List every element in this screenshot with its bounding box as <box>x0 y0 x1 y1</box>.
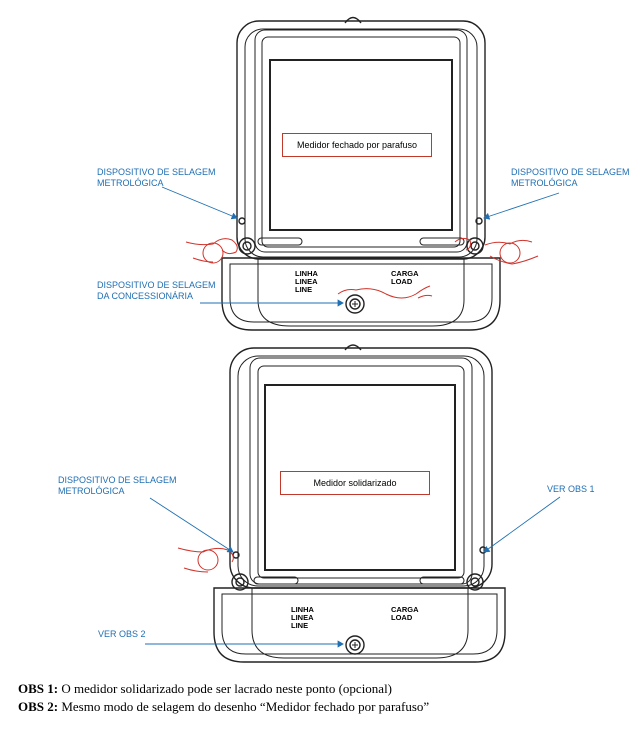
obs1-text: O medidor solidarizado pode ser lacrado … <box>58 681 393 696</box>
bottom-seal-wire <box>177 547 234 573</box>
top-seal-wires <box>185 237 539 299</box>
top-line-terminal-label: LINHA LINEA LINE <box>295 269 318 294</box>
bottom-line-terminal-label: LINHA LINEA LINE <box>291 605 314 630</box>
concession-seal-label: DISPOSITIVO DE SELAGEM DA CONCESSIONÁRIA <box>97 280 216 301</box>
obs1-key: OBS 1: <box>18 681 59 696</box>
top-right-seal-label: DISPOSITIVO DE SELAGEM METROLÓGICA <box>511 167 630 188</box>
bottom-load-terminal-label: CARGA LOAD <box>391 605 419 622</box>
obs1-reference-label: VER OBS 1 <box>547 484 595 494</box>
bottom-left-seal-label: DISPOSITIVO DE SELAGEM METROLÓGICA <box>58 475 177 496</box>
obs2-note: OBS 2: Mesmo modo de selagem do desenho … <box>18 699 429 715</box>
top-left-seal-label: DISPOSITIVO DE SELAGEM METROLÓGICA <box>97 167 216 188</box>
top-load-terminal-label: CARGA LOAD <box>391 269 419 286</box>
obs2-reference-label: VER OBS 2 <box>98 629 146 639</box>
top-meter-box-label: Medidor fechado por parafuso <box>282 133 432 157</box>
obs2-key: OBS 2: <box>18 699 59 714</box>
bottom-leaders <box>145 496 561 648</box>
obs1-note: OBS 1: O medidor solidarizado pode ser l… <box>18 681 392 697</box>
top-meter <box>221 16 501 331</box>
top-leaders <box>161 186 560 307</box>
bottom-meter <box>213 344 506 663</box>
obs2-text: Mesmo modo de selagem do desenho “Medido… <box>58 699 430 714</box>
bottom-meter-box-label: Medidor solidarizado <box>280 471 430 495</box>
